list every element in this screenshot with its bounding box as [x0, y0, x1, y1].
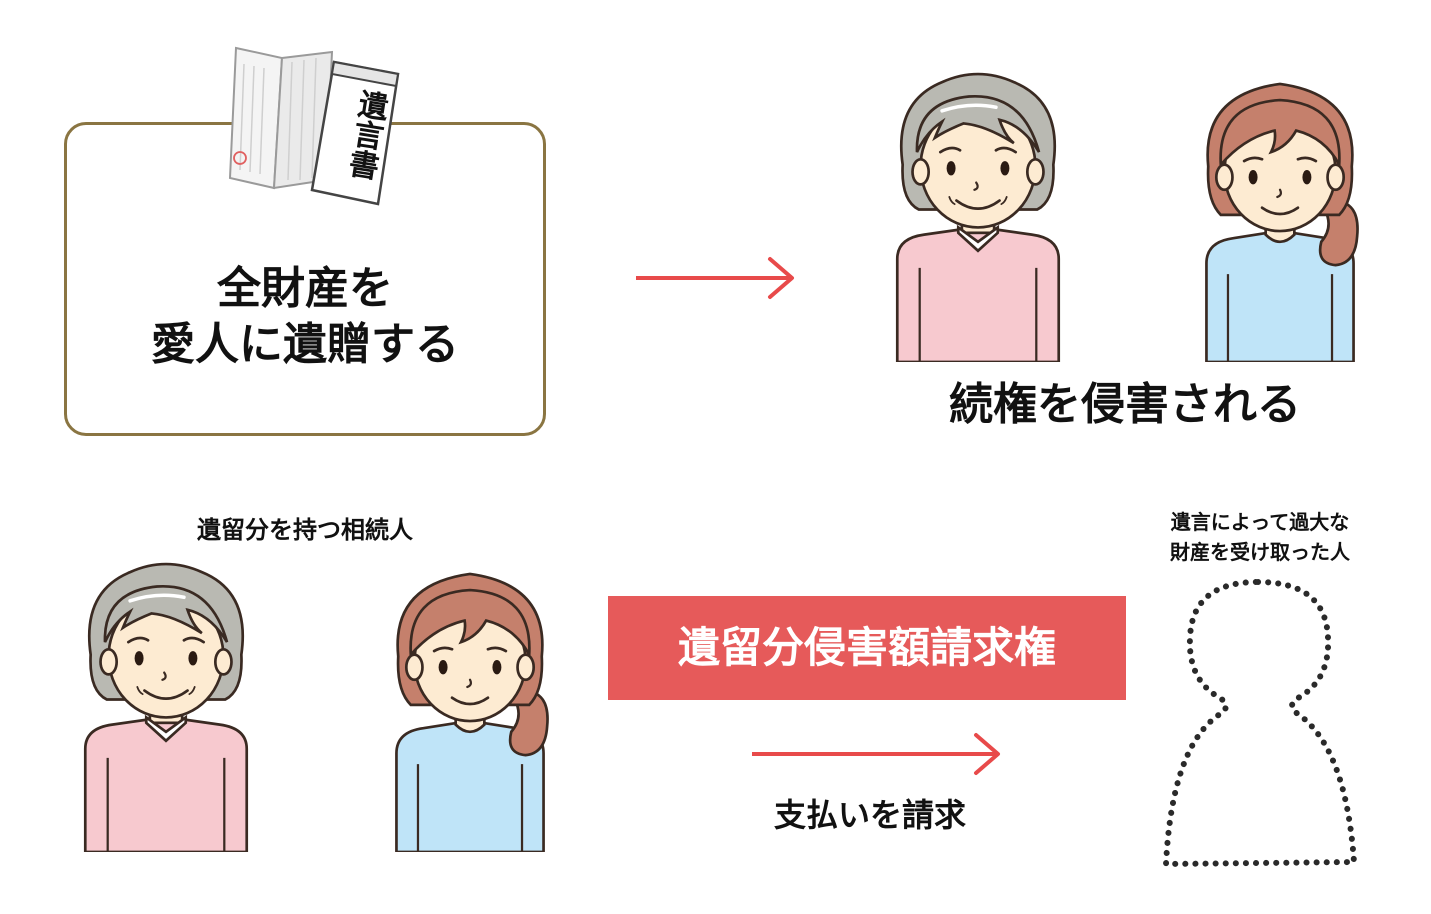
- right-arrow-icon: [752, 731, 1006, 777]
- heirs-caption: 遺留分を持つ相続人: [197, 516, 413, 544]
- recipient-caption-line-2: 財産を受け取った人: [1170, 540, 1350, 564]
- infringed-caption: 続権を侵害される: [949, 379, 1301, 430]
- right-arrow-icon: [636, 255, 798, 301]
- young-woman-icon: [1170, 66, 1390, 362]
- payment-caption: 支払いを請求: [773, 796, 966, 834]
- claim-right-banner: 遺留分侵害額請求権: [608, 596, 1126, 700]
- bequest-line-2: 愛人に遺贈する: [151, 319, 459, 370]
- elderly-woman-icon: [868, 66, 1088, 362]
- person-silhouette-icon: [1158, 576, 1364, 872]
- recipient-caption-line-1: 遺言によって過大な: [1170, 510, 1350, 534]
- will-document-icon: 遺言書: [222, 40, 402, 210]
- young-woman-icon: [360, 556, 580, 852]
- claim-right-label: 遺留分侵害額請求権: [677, 623, 1056, 672]
- elderly-woman-icon: [56, 556, 276, 852]
- bequest-line-1: 全財産を: [217, 263, 393, 314]
